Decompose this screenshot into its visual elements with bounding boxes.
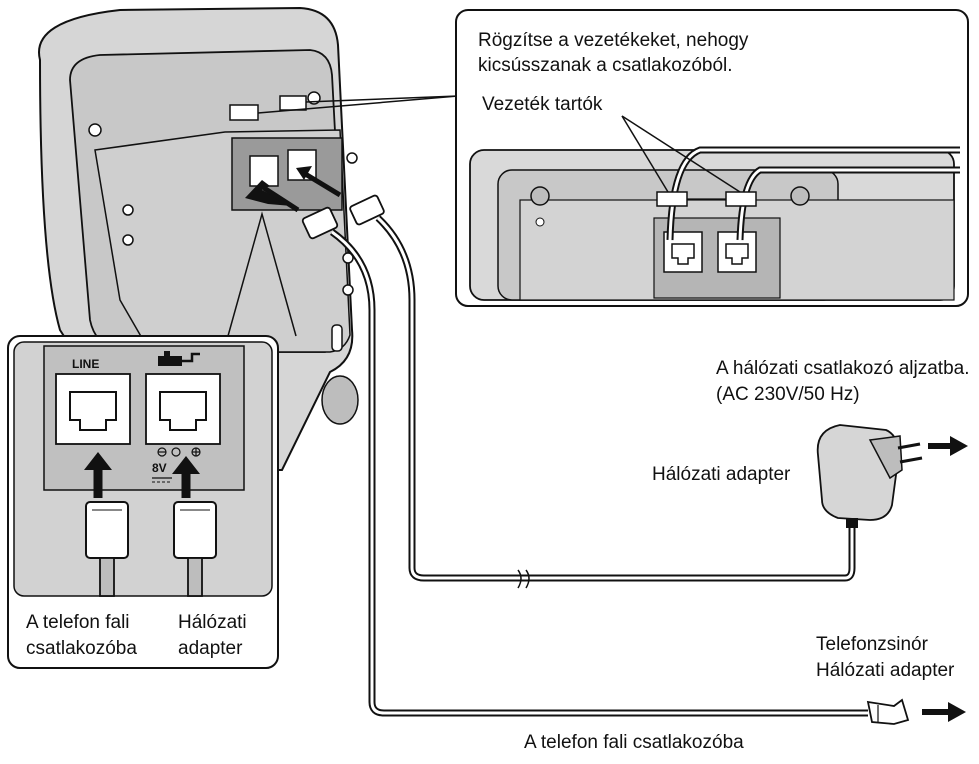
dc-power-icon <box>158 351 200 366</box>
cord-hook-base <box>229 95 307 121</box>
callout-secure-cords: Rögzítse a vezetékeket, nehogy kicsússza… <box>478 30 749 76</box>
port-label-line: LINE <box>72 357 99 371</box>
leader-line <box>305 95 459 103</box>
inset-caption-left: A telefon fali csatlakozóba <box>26 612 137 659</box>
arrow-right-icon <box>245 180 300 213</box>
inset-caption-left-line1: A telefon fali <box>26 612 130 633</box>
phone-plug-icon <box>85 501 129 597</box>
leader-line <box>257 95 459 114</box>
phone-plug-icon <box>173 501 217 597</box>
arrow-right-icon <box>928 436 968 456</box>
arrow-right-icon <box>922 702 966 722</box>
callout-phone-cord: Telefonzsinór Hálózati adapter <box>816 634 955 681</box>
inset-caption-left-line2: csatlakozóba <box>26 638 137 659</box>
callout-secure-cords-line2: kicsússzanak a csatlakozóból. <box>478 55 733 76</box>
phone-plug-icon <box>301 206 339 240</box>
port-inset: LINE 8V <box>7 211 297 669</box>
callout-phone-cord-line2: Hálózati adapter <box>816 660 955 681</box>
callout-power-outlet-line1: A hálózati csatlakozó aljzatba. <box>716 358 970 379</box>
phone-plug-icon <box>349 194 385 226</box>
ac-adapter <box>816 424 923 528</box>
port-voltage-label: 8V <box>152 461 167 475</box>
arrow-right-icon <box>296 166 342 198</box>
phone-cord <box>329 229 868 717</box>
callout-cord-hooks: Vezeték tartók <box>482 94 603 115</box>
inset-caption-right-line1: Hálózati <box>178 612 247 633</box>
callout-power-outlet-line2: (AC 230V/50 Hz) <box>716 384 860 405</box>
callout-power-outlet: A hálózati csatlakozó aljzatba. (AC 230V… <box>716 358 970 405</box>
ac-plug-icon <box>897 442 923 464</box>
inset-caption-right: Hálózati adapter <box>178 612 247 659</box>
callout-secure-cords-line1: Rögzítse a vezetékeket, nehogy <box>478 30 749 51</box>
arrow-up-icon <box>84 452 112 498</box>
callout-ac-adaptor: Hálózati adapter <box>652 464 791 485</box>
arrow-up-icon <box>172 456 200 498</box>
inset-caption-right-line2: adapter <box>178 638 243 659</box>
callout-wall-jack: A telefon fali csatlakozóba <box>524 732 744 753</box>
phone-plug-icon <box>866 698 910 725</box>
adapter-cord <box>375 215 856 589</box>
cord-hook-detail <box>455 9 969 307</box>
polarity-icon <box>157 447 201 457</box>
callout-phone-cord-line1: Telefonzsinór <box>816 634 929 655</box>
